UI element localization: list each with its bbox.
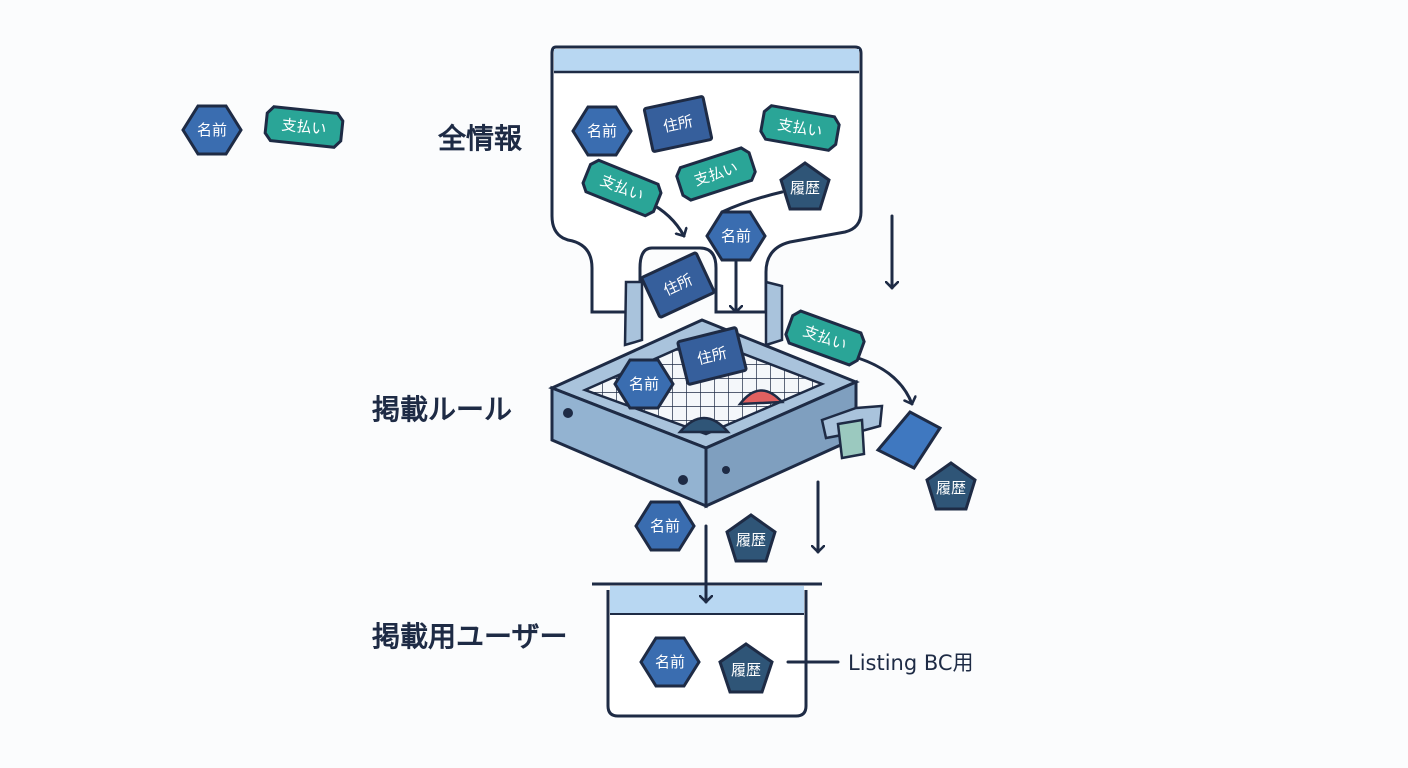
svg-text:名前: 名前 — [587, 122, 617, 140]
payment-token: 支払い — [784, 309, 866, 367]
output-bin — [592, 582, 822, 718]
name-token: 名前 — [613, 358, 675, 410]
all-info-label: 全情報 — [437, 122, 523, 155]
svg-text:履歴: 履歴 — [936, 479, 966, 497]
name-token: 名前 — [571, 105, 633, 157]
rejected-token-red — [737, 389, 785, 406]
svg-text:名前: 名前 — [650, 517, 680, 535]
flow-arrows — [646, 190, 912, 664]
name-token: 名前 — [181, 104, 243, 156]
name-token: 名前 — [634, 500, 696, 552]
svg-text:履歴: 履歴 — [790, 179, 820, 197]
listing-user-label: 掲載用ユーザー — [372, 620, 567, 653]
payment-token: 支払い — [759, 104, 841, 152]
svg-text:名前: 名前 — [655, 653, 685, 671]
svg-text:履歴: 履歴 — [731, 661, 761, 679]
svg-text:名前: 名前 — [197, 121, 227, 139]
history-token: 履歴 — [779, 161, 831, 211]
payment-token: 支払い — [581, 158, 663, 218]
name-token: 名前 — [639, 636, 701, 688]
sieve-filter — [548, 280, 943, 509]
svg-text:名前: 名前 — [629, 375, 659, 393]
payment-token: 支払い — [263, 105, 345, 149]
address-token: 住所 — [676, 326, 748, 386]
history-token: 履歴 — [925, 461, 977, 511]
listing-rule-label: 掲載ルール — [372, 393, 512, 426]
payment-token: 支払い — [675, 146, 757, 202]
svg-text:支払い: 支払い — [281, 116, 328, 139]
caught-token-dark — [677, 416, 731, 434]
svg-text:履歴: 履歴 — [736, 531, 766, 549]
name-token: 名前 — [705, 210, 767, 262]
history-token: 履歴 — [718, 642, 774, 694]
svg-text:住所: 住所 — [661, 112, 694, 136]
listing-bc-label: Listing BC用 — [848, 651, 974, 675]
address-token: 住所 — [642, 95, 714, 153]
history-token: 履歴 — [725, 513, 777, 563]
svg-text:名前: 名前 — [721, 227, 751, 245]
address-token: 住所 — [640, 251, 716, 319]
